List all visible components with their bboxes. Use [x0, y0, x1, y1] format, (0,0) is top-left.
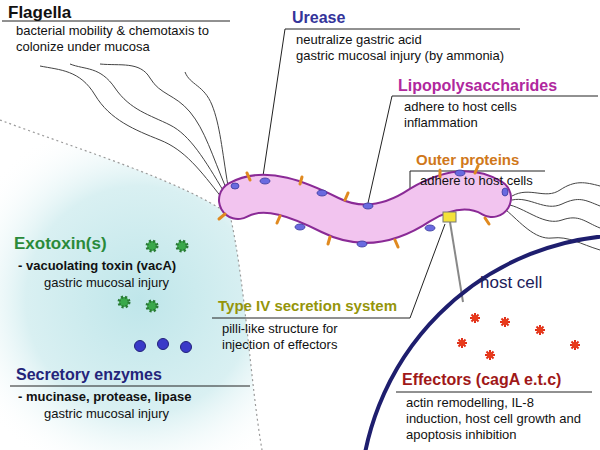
- heading: Flagella: [8, 3, 71, 23]
- region-label: host cell: [480, 273, 542, 293]
- description: neutralize gastric acid: [296, 32, 422, 48]
- description: gastric mucosal injury: [44, 275, 169, 291]
- flagella: [40, 64, 600, 250]
- description: - vacuolating toxin (vacA): [18, 258, 176, 274]
- description: - mucinase, protease, lipase: [18, 389, 191, 405]
- mucus-region: [0, 120, 262, 450]
- leader-lines: [2, 21, 598, 386]
- description: bacterial mobility & chemotaxis to colon…: [16, 23, 221, 55]
- heading: Type IV secretion system: [218, 297, 397, 315]
- heading: Lipopolysaccharides: [398, 76, 557, 95]
- description: inflammation: [404, 115, 478, 131]
- bacterium: [238, 191, 492, 224]
- enzyme-particles: [135, 339, 192, 353]
- description: gastric mucosal injury: [44, 406, 169, 422]
- description: adhere to host cells: [420, 173, 533, 189]
- heading: Secretory enzymes: [16, 365, 162, 384]
- description: adhere to host cells: [404, 99, 517, 115]
- heading: Urease: [292, 8, 345, 27]
- heading: Effectors (cagA e.t.c): [402, 370, 561, 389]
- description: pilli-like structure for injection of ef…: [222, 321, 382, 353]
- description: actin remodelling, IL-8 induction, host …: [406, 395, 591, 443]
- heading: Exotoxin(s): [14, 234, 107, 254]
- description: gastric mucosal injury (by ammonia): [296, 48, 504, 64]
- host-cell: host cellEffectors (cagA e.t.c) actin rem…: [360, 235, 600, 450]
- mucus-boundary: [0, 120, 262, 450]
- heading: Outer proteins: [416, 151, 519, 169]
- secretion-needle: [443, 212, 463, 302]
